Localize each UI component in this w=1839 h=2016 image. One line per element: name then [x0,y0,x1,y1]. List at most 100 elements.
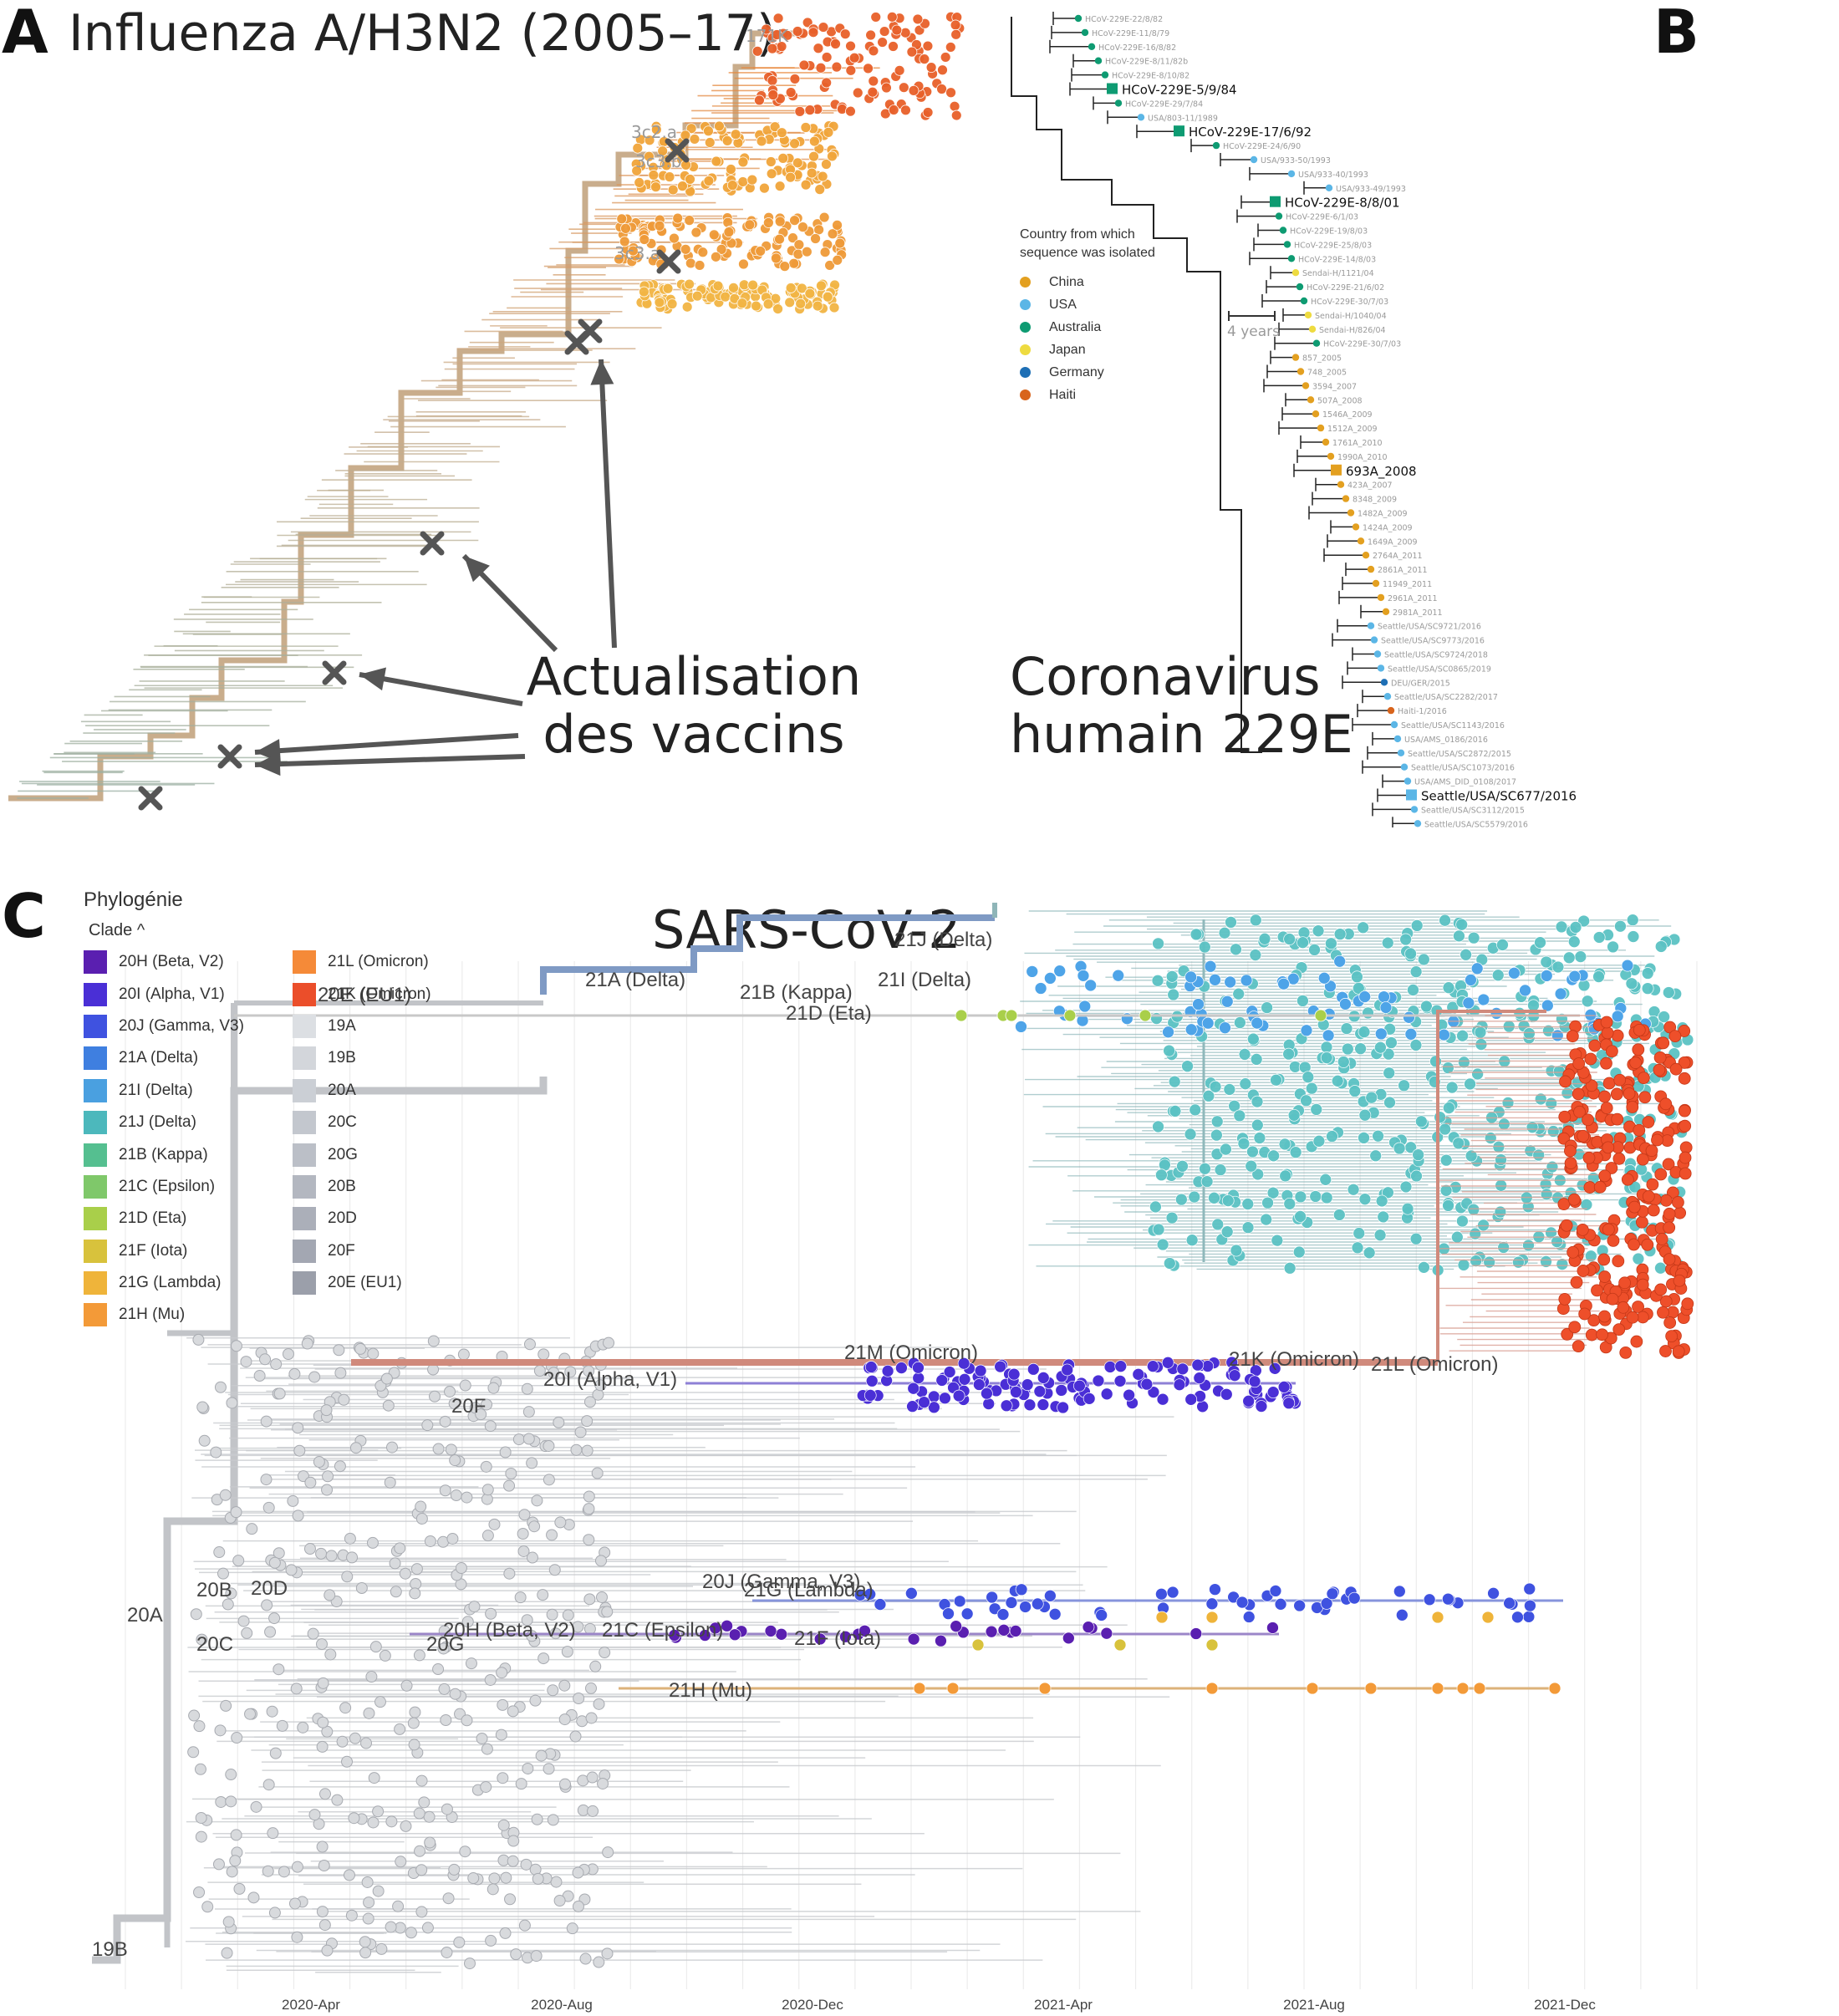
clade-21J-tip [1467,1203,1480,1216]
clade-20H-tip [699,1629,711,1642]
influenza-tip [657,145,669,157]
gray-tip [369,1641,382,1653]
gray-tip [459,1845,471,1858]
tip-dot [1088,43,1096,50]
clade-legend-label: 21J (Delta) [119,1113,196,1132]
gray-tip [523,1338,536,1351]
gray-tip [566,1922,578,1935]
clade-21J-tip [1246,1032,1260,1046]
influenza-tip [925,62,937,74]
vaccine-label-line-1: Actualisation [526,646,862,707]
gray-tip [572,1621,584,1633]
axis-tick-label: 2021-Apr [1034,1997,1093,2013]
clade-21J-tip [1167,988,1180,1001]
clade-21J-tip [1241,1198,1255,1210]
clade-legend-item[interactable]: 20B [293,1171,502,1203]
influenza-clade-label: 3c3.a [614,243,660,263]
clade-21J-tip [1465,1149,1478,1163]
clade-21J-tip [1614,919,1627,933]
clade-21J-tip [1439,1123,1452,1136]
clade-legend-item[interactable]: 20I (Alpha, V1) [84,978,293,1010]
gray-tip [559,1778,572,1790]
gray-tip [282,1348,294,1361]
gray-tip [440,1713,452,1726]
gray-tip [214,1724,227,1737]
clade-21K-tip [1572,1057,1586,1071]
gray-tip [316,1840,329,1853]
clade-color-swatch [293,1046,316,1071]
clade-legend-item[interactable]: 20G [293,1138,502,1170]
clade-21J-tip [1497,1241,1510,1254]
tip-label: HCoV-229E-24/6/90 [1223,142,1301,151]
clade-21J-tip [1409,1039,1423,1051]
coronavirus-label-line-1: Coronavirus [1010,646,1321,707]
clade-21J-tip [1278,1138,1291,1151]
clade-21K-tip [1611,1112,1624,1126]
clade-legend-item[interactable]: 21A (Delta) [84,1042,293,1074]
influenza-tip [666,298,678,310]
clade-21K-tip [1618,1276,1632,1290]
clade-21J-tip [1467,931,1480,944]
clade-legend-item[interactable]: 21C (Epsilon) [84,1171,293,1203]
clade-label: 20A [127,1604,163,1627]
gray-tip [339,1702,352,1714]
clade-legend-item[interactable]: 21D (Eta) [84,1203,293,1235]
tip-label: Seattle/USA/SC2872/2015 [1408,750,1511,759]
clade-legend-item[interactable]: 20H (Beta, V2) [84,946,293,978]
clade-20I-tip [1156,1392,1169,1406]
clade-legend-item[interactable]: 20D [293,1203,502,1235]
clade-21J-tip [1534,1092,1547,1106]
clade-legend-toggle[interactable]: Clade ^ [89,921,145,939]
clade-legend-item[interactable]: 21G (Lambda) [84,1267,293,1299]
clade-21J-tip [1545,1097,1558,1110]
gray-tip [268,1612,281,1625]
clade-legend-item[interactable]: 20C [293,1107,502,1138]
gray-tip [461,1714,473,1727]
clade-21K-tip [1663,1316,1677,1329]
gray-tip [390,1586,402,1598]
gray-tip [499,1927,512,1939]
clade-21J-tip [1383,1096,1396,1109]
clade-legend-item[interactable]: 21F (Iota) [84,1235,293,1267]
tip-label: HCoV-229E-14/8/03 [1298,255,1376,264]
clade-legend-item[interactable]: 20F [293,1235,502,1267]
clade-20I-tip [1146,1360,1159,1373]
gray-tip [318,1919,331,1932]
clade-legend-item[interactable]: 19B [293,1042,502,1074]
coronavirus-229e-label: Coronavirus humain 229E [986,648,1361,764]
clade-legend-item[interactable]: 20E (EU1) [293,1267,502,1299]
clade-legend-item[interactable]: 21H (Mu) [84,1299,293,1331]
clade-label: 21F (Iota) [794,1627,881,1650]
vaccine-label-line-2: des vaccins [543,704,845,766]
clade-legend-item[interactable]: 19A [293,1011,502,1042]
tip-dot [1283,241,1291,248]
influenza-tip [792,157,803,169]
gray-tip [260,1474,273,1486]
clade-legend-item[interactable]: 21B (Kappa) [84,1138,293,1170]
clade-21I-tip [1034,982,1047,995]
clade-legend-item[interactable]: 20J (Gamma, V3) [84,1011,293,1042]
tip-label: Seattle/USA/SC5579/2016 [1424,820,1528,827]
clade-20H-tip [1062,1632,1075,1645]
clade-21I-tip [1462,996,1475,1010]
clade-21J-tip [1358,1193,1372,1206]
clade-legend-item[interactable]: 20A [293,1075,502,1107]
clade-21J-tip [1283,1261,1296,1275]
influenza-tip [685,123,697,135]
influenza-tip [806,167,818,179]
clade-legend-item[interactable]: 21J (Delta) [84,1107,293,1138]
gray-tip [237,1615,250,1627]
axis-tick-label: 2021-Dec [1534,1997,1596,2013]
gray-tip [230,1506,242,1519]
gray-tip [550,1876,563,1888]
gray-tip [226,1397,238,1409]
gray-tip [591,1467,604,1479]
clade-21K-tip [1635,1215,1648,1229]
clade-21J-tip [1340,1022,1353,1035]
clade-20H-tip [721,1619,733,1632]
clade-legend-item[interactable]: 21K (Omicron) [293,978,502,1010]
clade-20I-tip [982,1397,996,1410]
clade-legend-item[interactable]: 21I (Delta) [84,1075,293,1107]
clade-legend-item[interactable]: 21L (Omicron) [293,946,502,978]
clade-20J-tip [1487,1586,1500,1600]
